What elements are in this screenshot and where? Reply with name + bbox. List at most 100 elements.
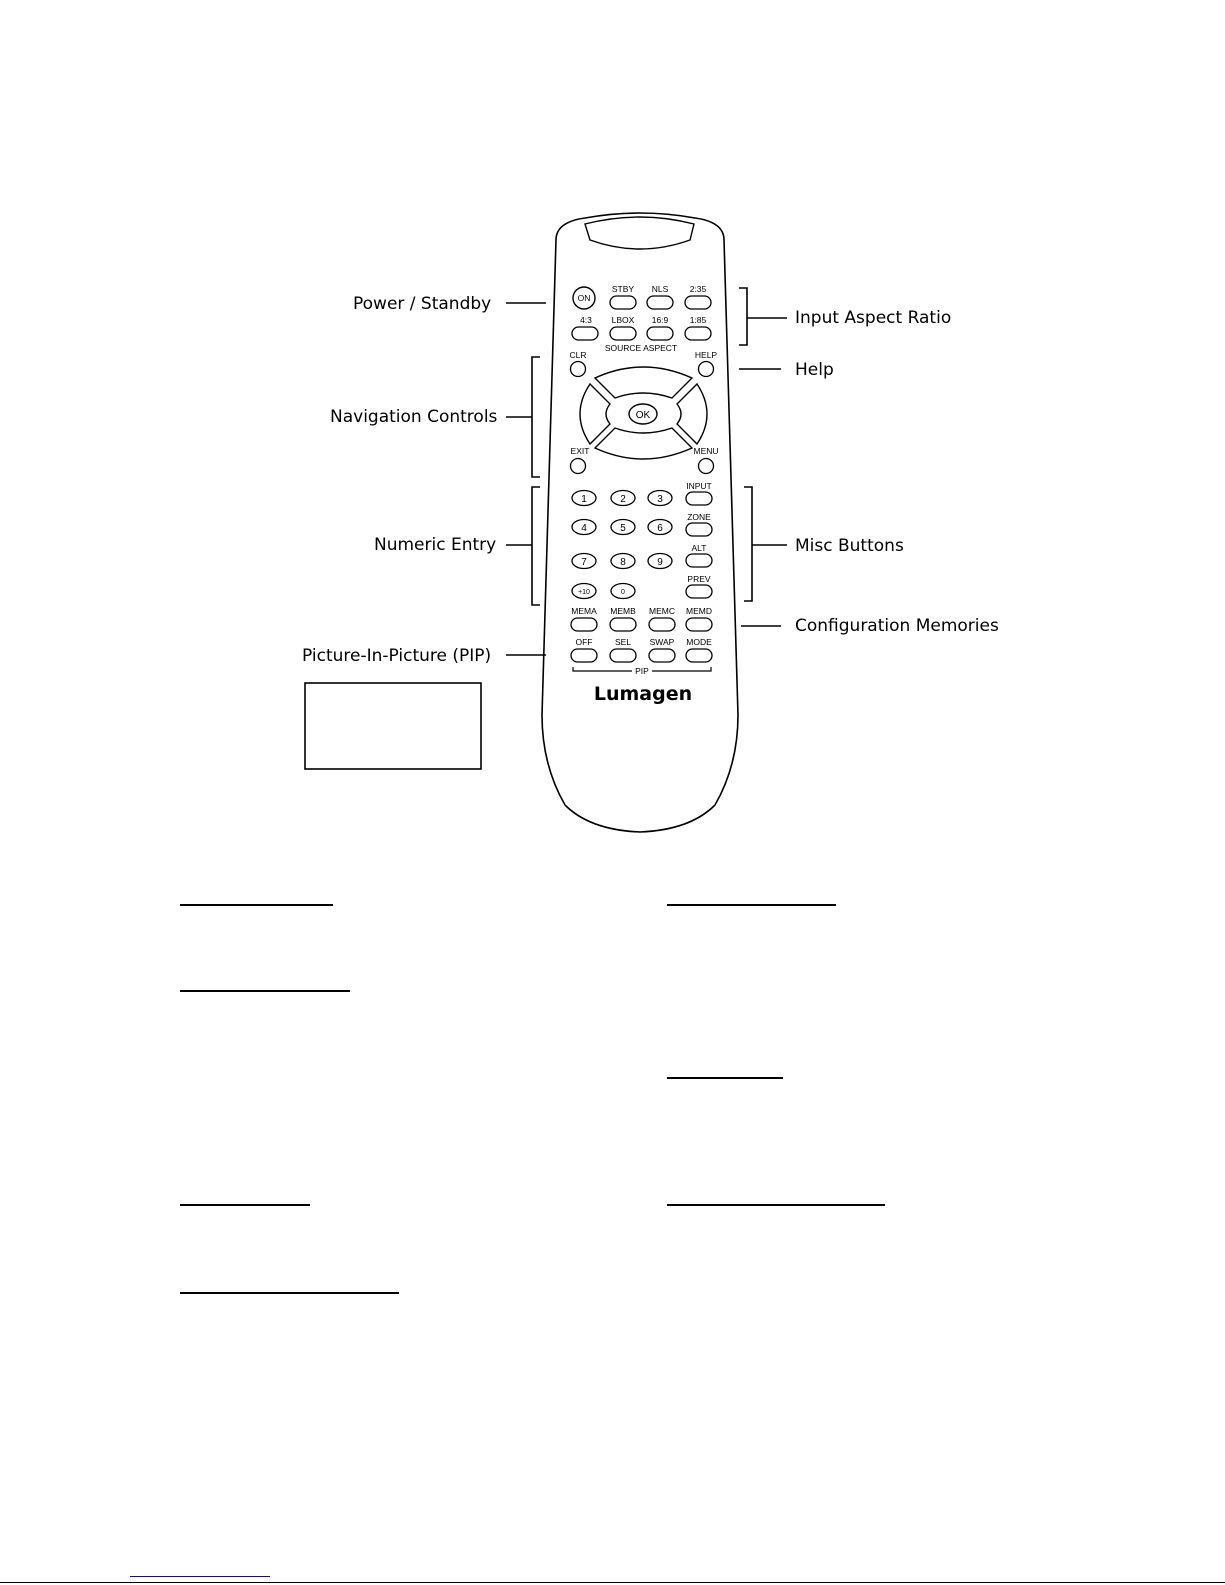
num-button-4[interactable] bbox=[571, 518, 597, 536]
power-on-button[interactable]: ON bbox=[572, 286, 596, 310]
nav-up-button[interactable] bbox=[593, 366, 694, 399]
exit-label: EXIT bbox=[571, 446, 590, 456]
pip-off-button[interactable] bbox=[570, 648, 598, 663]
heading-underline-right-3 bbox=[667, 1204, 885, 1206]
mema-label: MEMA bbox=[571, 606, 597, 616]
callout-misc-buttons: Misc Buttons bbox=[795, 536, 904, 556]
zone-button[interactable] bbox=[685, 522, 713, 537]
clr-button[interactable] bbox=[569, 360, 587, 378]
memd-label: MEMD bbox=[686, 606, 712, 616]
memd-button[interactable] bbox=[685, 617, 713, 632]
lbox-label: LBOX bbox=[612, 315, 635, 325]
ratio-185-label: 1:85 bbox=[690, 315, 707, 325]
pip-sel-label: SEL bbox=[615, 637, 631, 647]
input-button[interactable] bbox=[685, 491, 713, 506]
ratio-43-button[interactable] bbox=[571, 326, 599, 341]
alt-label: ALT bbox=[692, 543, 707, 553]
pip-mode-label: MODE bbox=[686, 637, 712, 647]
pip-bracket bbox=[572, 667, 712, 672]
num-button-8[interactable] bbox=[610, 552, 636, 570]
num-button-9[interactable] bbox=[647, 552, 673, 570]
ratio-169-button[interactable] bbox=[646, 326, 674, 341]
source-aspect-label: SOURCE ASPECT bbox=[605, 343, 677, 353]
mema-button[interactable] bbox=[570, 617, 598, 632]
pip-off-label: OFF bbox=[576, 637, 593, 647]
nav-left-button[interactable] bbox=[579, 382, 611, 446]
menu-button[interactable] bbox=[697, 457, 715, 475]
num-label-2: 2 bbox=[620, 494, 626, 505]
heading-underline-right-2 bbox=[667, 1077, 783, 1079]
page-bottom-rule bbox=[0, 1582, 1225, 1583]
clr-label: CLR bbox=[569, 350, 586, 360]
num-button-0[interactable] bbox=[610, 582, 636, 600]
num-button-7[interactable] bbox=[571, 552, 597, 570]
ratio-235-label: 2:35 bbox=[690, 284, 707, 294]
nav-right-button[interactable] bbox=[676, 382, 708, 446]
prev-button[interactable] bbox=[685, 584, 713, 599]
menu-label: MENU bbox=[693, 446, 718, 456]
lbox-button[interactable] bbox=[609, 326, 637, 341]
empty-box bbox=[304, 682, 482, 770]
callout-help: Help bbox=[795, 360, 834, 380]
input-label: INPUT bbox=[686, 481, 712, 491]
callout-numeric-entry: Numeric Entry bbox=[374, 535, 496, 555]
pip-swap-button[interactable] bbox=[648, 648, 676, 663]
heading-underline-left-4 bbox=[180, 1292, 399, 1294]
ok-label: OK bbox=[636, 410, 651, 421]
num-button-1[interactable] bbox=[571, 489, 597, 507]
ratio-43-label: 4:3 bbox=[580, 315, 592, 325]
num-label-7: 7 bbox=[581, 557, 587, 568]
num-button-6[interactable] bbox=[647, 518, 673, 536]
num-label-3: 3 bbox=[657, 494, 663, 505]
ratio-185-button[interactable] bbox=[684, 326, 712, 341]
num-label-4: 4 bbox=[581, 523, 587, 534]
num-button-3[interactable] bbox=[647, 489, 673, 507]
heading-underline-right-1 bbox=[667, 904, 836, 906]
num-button-5[interactable] bbox=[610, 518, 636, 536]
ok-button[interactable]: OK bbox=[628, 403, 658, 425]
ratio-235-button[interactable] bbox=[684, 295, 712, 310]
stby-button[interactable] bbox=[609, 295, 637, 310]
pip-sel-button[interactable] bbox=[609, 648, 637, 663]
memb-button[interactable] bbox=[609, 617, 637, 632]
lumagen-logo: Lumagen bbox=[594, 683, 692, 705]
num-label-5: 5 bbox=[620, 523, 626, 534]
callout-power-standby: Power / Standby bbox=[353, 294, 491, 314]
prev-label: PREV bbox=[687, 574, 710, 584]
nls-button[interactable] bbox=[646, 295, 674, 310]
num-label-6: 6 bbox=[657, 523, 663, 534]
memc-button[interactable] bbox=[648, 617, 676, 632]
callout-configuration-memories: Configuration Memories bbox=[795, 616, 999, 636]
callout-navigation-controls: Navigation Controls bbox=[330, 407, 498, 427]
footer-link-underline[interactable] bbox=[130, 1576, 270, 1577]
heading-underline-left-3 bbox=[180, 1204, 310, 1206]
num-button-plus10[interactable] bbox=[571, 582, 597, 600]
callout-input-aspect-ratio: Input Aspect Ratio bbox=[795, 308, 951, 328]
memb-label: MEMB bbox=[610, 606, 636, 616]
callout-pip: Picture-In-Picture (PIP) bbox=[302, 646, 491, 666]
num-label-0: 0 bbox=[621, 589, 625, 596]
num-label-9: 9 bbox=[657, 557, 663, 568]
heading-underline-left-1 bbox=[180, 904, 333, 906]
heading-underline-left-2 bbox=[180, 990, 350, 992]
num-label-8: 8 bbox=[620, 557, 626, 568]
on-label: ON bbox=[578, 293, 591, 303]
ratio-169-label: 16:9 bbox=[652, 315, 669, 325]
stby-label: STBY bbox=[612, 284, 635, 294]
help-button[interactable] bbox=[697, 360, 715, 378]
exit-button[interactable] bbox=[569, 457, 587, 475]
alt-button[interactable] bbox=[685, 553, 713, 568]
num-button-2[interactable] bbox=[610, 489, 636, 507]
zone-label: ZONE bbox=[687, 512, 711, 522]
num-label-plus10: +10 bbox=[578, 589, 590, 596]
memc-label: MEMC bbox=[649, 606, 675, 616]
num-label-1: 1 bbox=[581, 494, 587, 505]
help-label: HELP bbox=[695, 350, 718, 360]
remote-body bbox=[541, 212, 739, 833]
nav-down-button[interactable] bbox=[593, 427, 694, 460]
pip-mode-button[interactable] bbox=[685, 648, 713, 663]
pip-swap-label: SWAP bbox=[650, 637, 675, 647]
pip-label: PIP bbox=[635, 666, 649, 676]
nls-label: NLS bbox=[652, 284, 669, 294]
